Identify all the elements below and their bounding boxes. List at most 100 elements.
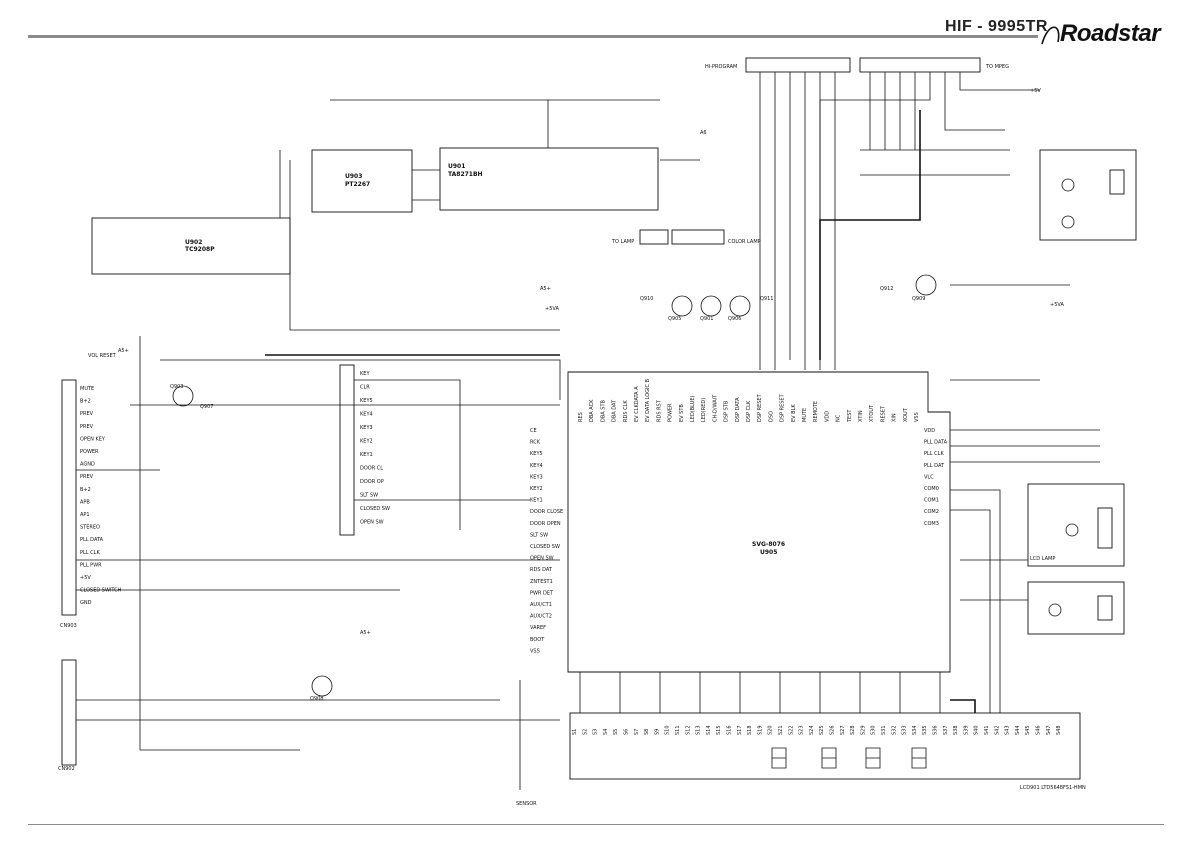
seg-pin-label: S44 xyxy=(1015,725,1021,735)
vfd-pin-top-label: RDS CLK xyxy=(623,400,629,422)
cn903-pin-label: CLOSED SWITCH xyxy=(80,588,122,594)
cn903-pin-label: B+2 xyxy=(80,399,91,405)
lcd-display: LCD901 LTD5648FS1-HMN xyxy=(569,712,1086,791)
seg-pin-label: S24 xyxy=(809,725,815,735)
seg-pin-label: S46 xyxy=(1036,725,1042,735)
connector-to-lamp: TO LAMP xyxy=(611,229,669,245)
supply-label: A5+ xyxy=(540,286,551,292)
to-lamp-label: TO LAMP xyxy=(611,239,634,245)
vfd-pin-top-label: EV CLKDATA A xyxy=(634,386,640,422)
vfd-pin-right-label: PLL DAT xyxy=(924,463,945,469)
cn903-pin-label: PREV xyxy=(80,474,94,480)
key-pin-label: KEY xyxy=(360,371,370,377)
vfd-pin-right-label: VLC xyxy=(924,474,934,480)
seg-pin-label: S25 xyxy=(819,725,825,735)
seg-pin-label: S2 xyxy=(582,729,588,735)
seg-pin-label: S41 xyxy=(984,725,990,735)
seg-pin-label: S47 xyxy=(1046,725,1052,735)
wires xyxy=(76,72,1100,790)
vfd-pin-top-label: DSP RESET xyxy=(757,393,763,422)
seg-pin-label: S40 xyxy=(974,725,980,735)
key-pin-label: DOOR OP xyxy=(360,479,384,485)
seg-pin-label: S32 xyxy=(891,725,897,735)
vfd-pin-left-label: DOOR CLOSE xyxy=(530,509,563,515)
vfd-pin-left-label: ZNTEST1 xyxy=(530,579,553,585)
supply-label: A5+ xyxy=(360,630,371,636)
vfd-pin-top-label: XOUT xyxy=(903,407,909,422)
supply-label: A6 xyxy=(700,130,707,136)
chip-u905: U905 SVG-8076 xyxy=(567,371,951,673)
vfd-pin-top-label: EV STB xyxy=(679,404,685,422)
vfd-pin-left-label: OPEN SW xyxy=(530,556,554,562)
seg-pin-label: S37 xyxy=(943,725,949,735)
transistor-label: Q910 xyxy=(640,296,653,302)
chip-u901: U901 TA8271BH xyxy=(439,147,659,211)
vfd-pin-right-label: COM1 xyxy=(924,498,939,504)
vfd-pin-top-label: CH-D/WAIT xyxy=(712,394,718,422)
cn903-pin-label: B+2 xyxy=(80,487,91,493)
seg-pin-label: S33 xyxy=(902,725,908,735)
connector-cn903: CN903 xyxy=(60,379,77,629)
vfd-pin-top-label: TEST xyxy=(847,409,853,423)
cn903-pin-label: OPEN KEY xyxy=(80,436,106,442)
connector-hi-program: HI-PROGRAM xyxy=(705,57,851,73)
seg-pin-label: S14 xyxy=(706,725,712,735)
key-pin-label: CLOSED SW xyxy=(360,506,390,512)
cn903-pin-label: PLL CLK xyxy=(80,550,100,556)
cn903-pin-label: +5V xyxy=(80,575,91,581)
seg-pin-label: S6 xyxy=(624,729,630,735)
vfd-pin-top-label: REMOTE xyxy=(813,401,819,422)
key-pin-label: KEY2 xyxy=(360,439,373,445)
seg-pin-label: S12 xyxy=(685,725,691,735)
vfd-pin-top-label: LED(RED) xyxy=(701,398,707,422)
seg-pin-label: S3 xyxy=(593,729,599,735)
transistor-label: Q908 xyxy=(310,696,323,702)
key-pin-label: OPEN SW xyxy=(360,520,384,526)
lcd-lamp-box: LCD LAMP xyxy=(1027,483,1125,567)
model-title: HIF - 9995TR xyxy=(945,18,1048,35)
seg-pin-label: S23 xyxy=(799,725,805,735)
seg-pin-label: S11 xyxy=(675,725,681,735)
vfd-pin-top-label: RDS RST xyxy=(656,399,662,422)
seg-pin-label: S45 xyxy=(1025,725,1031,735)
vfd-pin-left-label: RDS DAT xyxy=(530,567,553,573)
seg-pin-label: S21 xyxy=(778,725,784,735)
seg-pin-label: S20 xyxy=(768,725,774,735)
key-pin-label: KEY3 xyxy=(360,425,373,431)
vfd-pin-top-label: EV BLK xyxy=(791,404,797,422)
key-pin-label: CLR xyxy=(360,385,370,391)
vfd-pin-top-label: LED(BLUE) xyxy=(690,395,696,422)
vfd-pin-top-label: RESET xyxy=(880,405,886,422)
color-lamp-label: COLOR LAMP xyxy=(728,239,761,245)
brand-swoosh xyxy=(1041,26,1060,45)
vfd-pin-left-label: BOOT xyxy=(530,637,545,643)
vfd-pin-left-label: RCK xyxy=(530,440,541,446)
transistor-label: Q903 xyxy=(170,384,183,390)
vfd-pin-right-label: PLL CLK xyxy=(924,451,944,457)
vfd-pin-top-label: POWER xyxy=(668,403,674,422)
chip-u901-ref: U901 xyxy=(448,163,465,170)
vfd-pin-left-label: KEY4 xyxy=(530,463,543,469)
vfd-pin-top-label: NC xyxy=(836,414,842,422)
connector-to-mpeg: TO MPEG xyxy=(859,57,1009,73)
cn903-pin-label: PLL PWR xyxy=(80,562,102,568)
connector-keys xyxy=(339,364,355,536)
cn903-label: CN903 xyxy=(60,623,77,629)
to-mpeg-label: TO MPEG xyxy=(985,64,1009,70)
seg-pin-label: S43 xyxy=(1005,725,1011,735)
seg-pin-label: S38 xyxy=(953,725,959,735)
chip-u905-part: SVG-8076 xyxy=(752,541,785,548)
seg-pin-label: S34 xyxy=(912,725,918,735)
chip-u905-ref: U905 xyxy=(760,549,777,556)
chip-u902: U902 TC9208P xyxy=(91,217,291,275)
transistor-label: Q912 xyxy=(880,286,893,292)
bus-wires xyxy=(265,110,976,713)
vfd-pin-top-label: DSP STB xyxy=(724,400,730,422)
seg-pin-label: S42 xyxy=(994,725,1000,735)
transistor-label: Q907 xyxy=(200,404,213,410)
